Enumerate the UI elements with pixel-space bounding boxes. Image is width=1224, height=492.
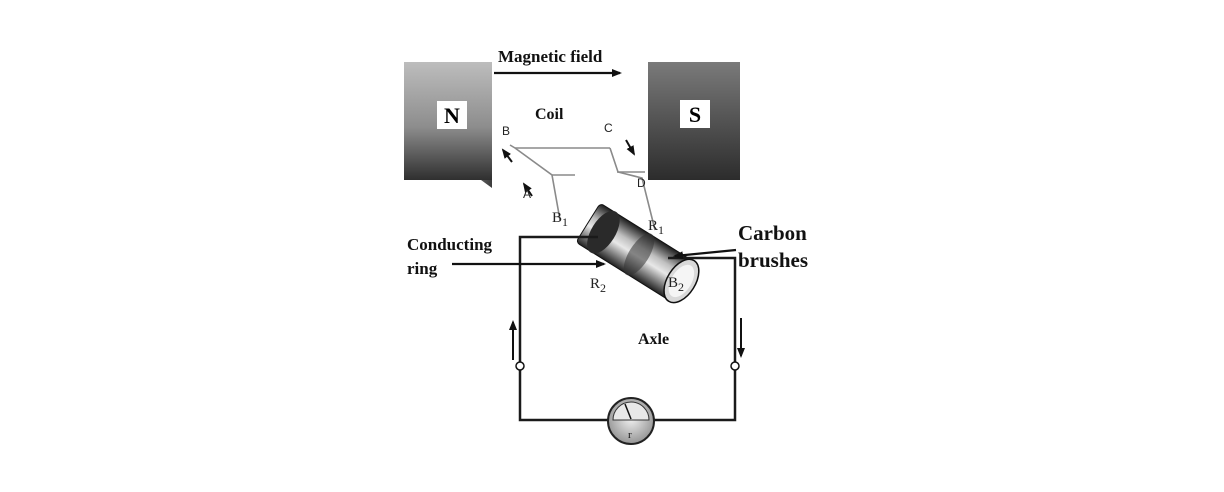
- conducting-ring-label: Conducting: [407, 235, 493, 254]
- corner-c-label: C: [604, 121, 613, 135]
- carbon-brushes-arrow: [673, 248, 737, 260]
- magnetic-field-label: Magnetic field: [498, 47, 603, 66]
- north-pole-label: N: [444, 103, 460, 128]
- north-magnet: N: [404, 62, 492, 188]
- terminal-right: [730, 361, 740, 371]
- axle-label: Axle: [638, 331, 669, 348]
- circuit-current-arrows: [509, 318, 745, 360]
- coil: [509, 144, 656, 231]
- south-magnet: S: [648, 62, 740, 180]
- coil-label: Coil: [535, 106, 564, 123]
- carbon-brushes-label-line2: brushes: [738, 248, 808, 272]
- slip-rings: [576, 204, 700, 304]
- south-pole-label: S: [689, 102, 701, 127]
- terminal-left: [515, 361, 525, 371]
- galvanometer: r: [607, 397, 655, 445]
- carbon-brushes-label: Carbon: [738, 221, 807, 245]
- ring-r1-label: R1: [648, 218, 664, 237]
- corner-b-label: B: [502, 124, 510, 138]
- corner-d-label: D: [637, 176, 646, 190]
- conducting-ring-label-line2: ring: [407, 259, 438, 278]
- meter-symbol: r: [628, 429, 632, 441]
- external-circuit: [518, 235, 737, 422]
- brush-b2-label: B2: [668, 275, 684, 294]
- coil-current-arrows: [501, 139, 635, 197]
- brush-b1-label: B1: [552, 210, 568, 229]
- corner-a-label: A: [523, 187, 531, 201]
- ring-r2-label: R2: [590, 276, 606, 295]
